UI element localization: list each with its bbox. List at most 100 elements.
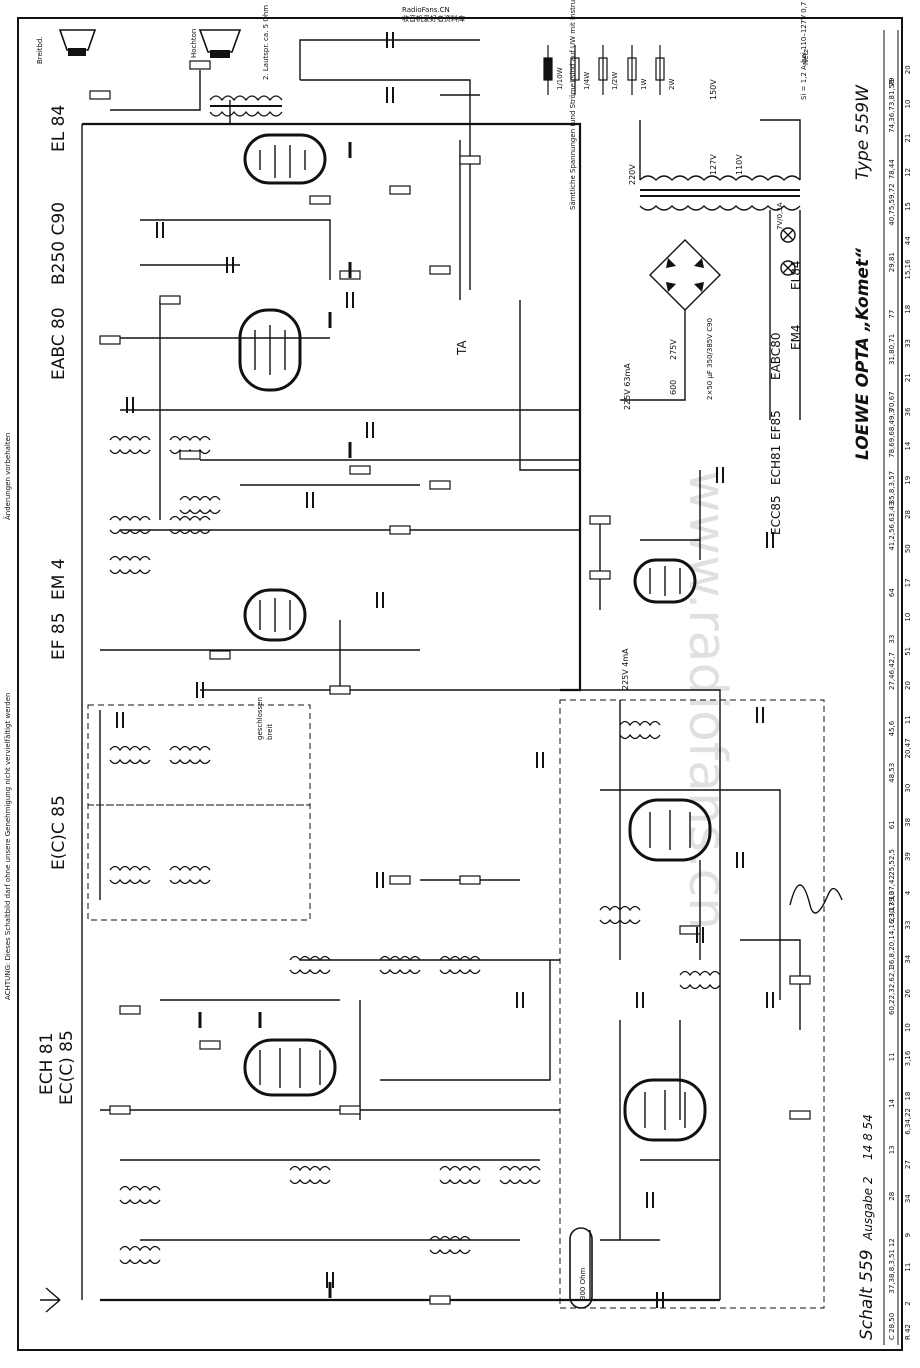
footer-row1-entry: 28: [888, 1192, 896, 1201]
coil-symbol: [619, 733, 661, 740]
tube-label-el84: EL 84: [49, 105, 69, 152]
footer-row1-entry: 41,2,56,63,43: [888, 502, 896, 551]
footer-row1-entry: 31,80,71: [888, 334, 896, 365]
footer-row2-entry: 11: [904, 715, 912, 724]
psu-ecc85: ECC85: [769, 495, 783, 535]
footer-row2-entry: 20: [904, 65, 912, 74]
coil-symbol: [289, 968, 331, 975]
resistor-symbol: [429, 1295, 451, 1305]
coil-symbol: [119, 1245, 161, 1252]
output-transformer: [209, 95, 283, 117]
resistor-symbol: [339, 1105, 361, 1115]
speaker-extra-label: Hochton: [190, 29, 198, 58]
footer-row2-entry: 20: [904, 681, 912, 690]
coil-symbol: [169, 435, 211, 442]
tube-eabc80-symbol: [238, 308, 302, 392]
antenna-terminal-icon: [569, 1227, 593, 1309]
footer-row2-entry: 38: [904, 818, 912, 827]
footer-row1-entry: 40,75,59,72: [888, 183, 896, 225]
legend-wattage: 1/4W: [583, 72, 591, 90]
measurement-note: Sämtliche Spannungen (und Ströme) sind a…: [569, 0, 577, 210]
footer-row1-entry: 36,8,20,14,16,30,39,37,42: [888, 875, 896, 969]
psu-eabc80: EABC80: [769, 333, 783, 380]
psu-em4: EM4: [789, 324, 803, 350]
coil-symbol: [429, 1248, 471, 1255]
footer-row1-entry: 37,38,8,3,51: [888, 1249, 896, 1294]
footer-row2-entry: R 42: [904, 1324, 912, 1340]
if-coils: [109, 435, 721, 1265]
resistor-symbol: [389, 525, 411, 535]
coil-symbol: [679, 970, 721, 977]
resistor-symbol: [589, 515, 611, 525]
title-block: LOEWE OPTA „Komet“ Type 559W Schalt 559 …: [853, 84, 877, 1340]
pilot-lamp: 7V/0,3A: [776, 202, 784, 230]
footer-row2-entry: 19: [904, 476, 912, 485]
tube-el84-symbol: [243, 133, 327, 185]
footer-row2-entry: 17: [904, 578, 912, 587]
footer-row1-entry: 35,8,3,57: [888, 471, 896, 504]
coil-symbol: [169, 515, 211, 522]
legend-wattage: 2W: [668, 79, 676, 90]
resistor-symbol: [209, 650, 231, 660]
footer-row2-entry: 30: [904, 784, 912, 793]
footer-row2-entry: 21: [904, 134, 912, 143]
footer-row2-entry: 36: [904, 407, 912, 416]
resistor-symbol: [789, 975, 811, 985]
coil-symbol: [439, 955, 481, 962]
footer-row2-entry: 4: [904, 890, 912, 895]
coil-symbol: [109, 568, 151, 575]
speaker-main-label: Breitbd.: [36, 36, 44, 64]
footer-row1-entry: 78,44: [888, 159, 896, 180]
footer-row2-entry: 15,16: [904, 259, 912, 280]
footer-row2-entry: 34: [904, 1194, 912, 1203]
tube-label-ecc85-b: EC(C) 85: [57, 1030, 77, 1105]
footer-row1-entry: 25,52,5: [888, 849, 896, 876]
tap-150: 150V: [709, 79, 718, 100]
main-wiring: [81, 39, 801, 1302]
footer-row2-entry: 20,47: [904, 738, 912, 758]
resistor-symbol: [429, 480, 451, 490]
coil-symbol: [109, 865, 151, 872]
footer-row2-entry: 26: [904, 988, 912, 997]
ground-antenna-icon: [40, 1287, 61, 1313]
speaker-extra-icon: [198, 29, 242, 58]
coil-symbol: [599, 905, 641, 912]
footer-row2-entry: 39: [904, 852, 912, 861]
shield-box-2: [87, 804, 311, 921]
tap-127: 127V: [709, 154, 718, 175]
footer-row2-entry: 12: [904, 168, 912, 177]
footer-row2-entry: 3,16: [904, 1050, 912, 1066]
coil-symbol: [289, 1165, 331, 1172]
psu-ef85: EF85: [769, 410, 783, 440]
footer-row2-entry: 21: [904, 373, 912, 382]
footer-row1-entry: 29,81: [888, 252, 896, 272]
shield-box-ukw: [559, 699, 825, 1309]
legend-resistor-icon: [627, 57, 637, 81]
footer-row2-entry: 9: [904, 1233, 912, 1237]
switch-note-1: geschlossen: [256, 697, 264, 740]
netz-label: Netz: [802, 49, 810, 65]
tube-label-ecc85: E(C)C 85: [49, 795, 69, 870]
footer-row2-entry: 2: [904, 1301, 912, 1305]
rail-225: 225V 63mA: [623, 363, 632, 410]
resistor-symbol: [179, 450, 201, 460]
coil-symbol: [109, 555, 151, 562]
resistor-symbol: [349, 465, 371, 475]
ausgabe: Ausgabe 2: [861, 1177, 875, 1242]
coil-symbol: [439, 1165, 481, 1172]
rectifier-resistor: 600: [669, 380, 678, 395]
footer-row1-entry: 13: [888, 1145, 896, 1154]
coil-symbol: [169, 865, 211, 872]
legend-resistor-icon: [570, 57, 580, 81]
tube-ecc85-ukw-1: [628, 798, 712, 862]
coil-symbol: [109, 448, 151, 455]
notice-changes: Änderungen vorbehalten: [3, 433, 12, 520]
resistor-symbol: [589, 570, 611, 580]
coil-symbol: [179, 508, 221, 515]
footer-row2-entry: 33: [904, 339, 912, 348]
coil-symbol: [169, 878, 211, 885]
resistor-symbol: [309, 195, 331, 205]
resistor-symbol: [389, 875, 411, 885]
coil-symbol: [379, 955, 421, 962]
